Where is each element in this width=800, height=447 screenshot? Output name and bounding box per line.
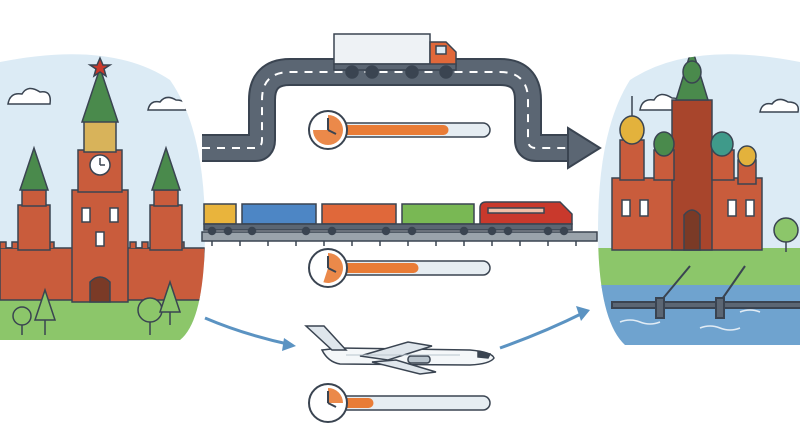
flight-route [204, 306, 590, 351]
road-arrowhead [567, 126, 602, 170]
timer-fill [340, 125, 449, 135]
destination-landmark [598, 54, 800, 346]
stopwatch-sector [328, 388, 343, 403]
tree-icon [12, 279, 182, 335]
stopwatch-hand [327, 129, 337, 135]
flight-arrowhead-right [576, 306, 590, 321]
truck-icon [333, 33, 457, 79]
duration-timers [308, 110, 491, 423]
origin-landmark [0, 54, 205, 341]
drawbridge-icon [611, 265, 800, 319]
timer-plane [308, 383, 491, 423]
stopwatch-hand [327, 402, 337, 408]
timer-fill [340, 398, 374, 408]
road-route [202, 58, 602, 170]
church-of-savior-icon [611, 54, 763, 251]
right-grass [598, 248, 800, 288]
cloud-icon [639, 93, 800, 113]
tree-icon [773, 217, 799, 252]
timer-truck [308, 110, 491, 150]
rail-route [201, 231, 598, 246]
plane-icon [304, 325, 495, 375]
kremlin-icon [0, 56, 205, 303]
timer-fill [340, 263, 419, 273]
flight-arrowhead-left [282, 338, 296, 351]
river [598, 285, 800, 346]
stopwatch-hand [327, 267, 337, 273]
train-icon [203, 201, 573, 236]
timer-train [308, 248, 491, 288]
